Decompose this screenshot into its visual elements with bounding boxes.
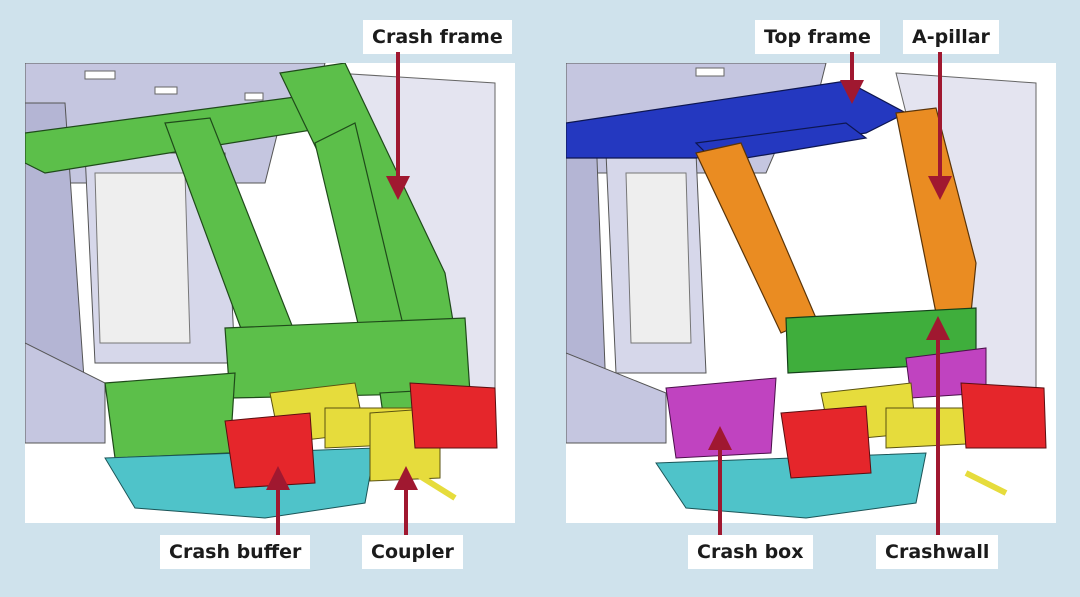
right-model-illustration [566,63,1047,519]
a-pillar-part [695,107,977,334]
coupler-part [269,382,457,501]
crashwall-label: Crashwall [876,535,999,569]
right-diagram-panel [566,63,1056,523]
left-model-illustration [25,63,498,519]
crash-frame-part [25,63,471,459]
top-frame-label: Top frame [755,20,880,54]
coupler-label: Coupler [362,535,463,569]
crash-buffer-part [780,382,1047,479]
left-diagram-panel [25,63,515,523]
crash-buffer-part [224,382,498,489]
crash-frame-label: Crash frame [363,20,512,54]
crash-buffer-label: Crash buffer [160,535,311,569]
crash-box-label: Crash box [688,535,813,569]
a-pillar-label: A-pillar [903,20,999,54]
